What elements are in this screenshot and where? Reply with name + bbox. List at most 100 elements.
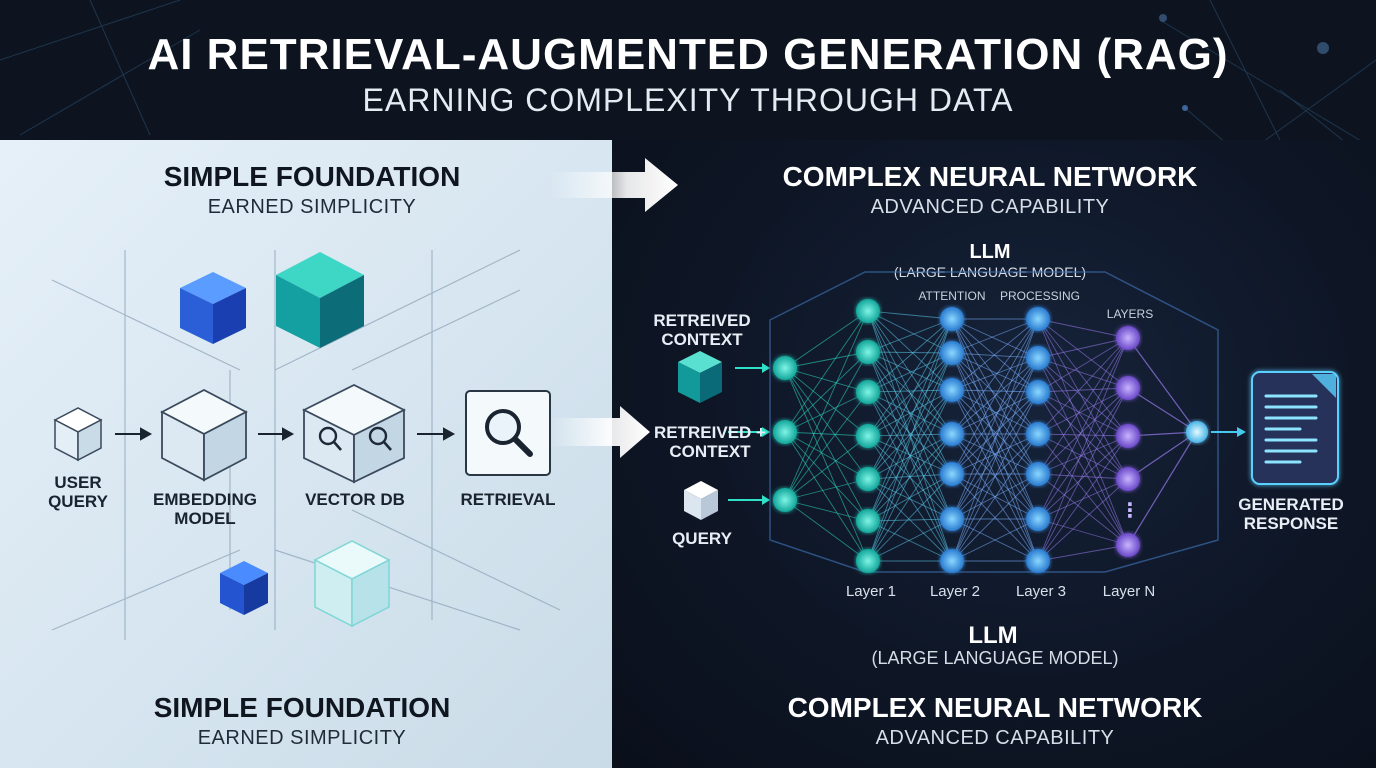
connection-line bbox=[867, 351, 953, 391]
pipeline-arrows bbox=[115, 427, 456, 441]
connection-line bbox=[1037, 337, 1129, 562]
connection-line bbox=[867, 352, 953, 522]
connection-line bbox=[1037, 337, 1129, 475]
decor-cube-teal-top bbox=[276, 252, 364, 348]
transition-arrows bbox=[550, 158, 678, 458]
neuron-node bbox=[856, 424, 880, 448]
retrieved-plus-context-label: RETREIVED + CONTEXT bbox=[654, 423, 766, 461]
connection-line bbox=[1037, 391, 1129, 480]
white-cube-icon-side bbox=[684, 490, 701, 520]
connection-line bbox=[1127, 431, 1198, 546]
connection-line bbox=[867, 351, 953, 354]
teal-cube-icon-side bbox=[700, 362, 722, 403]
connection-line bbox=[1037, 433, 1129, 437]
neuron-node bbox=[1026, 462, 1050, 486]
left-bottom-subheading: EARNED SIMPLICITY bbox=[197, 727, 407, 749]
network-frame bbox=[769, 271, 1219, 573]
ellipsis-marker: ⋮ bbox=[1120, 500, 1140, 522]
connection-line bbox=[867, 310, 953, 320]
connection-line bbox=[867, 433, 953, 522]
embedding-model-label: EMBEDDING MODEL bbox=[153, 490, 257, 528]
llm-bottom-title: LLM bbox=[968, 622, 1018, 649]
right-top-heading: COMPLEX NEURAL NETWORK bbox=[782, 161, 1198, 192]
connection-line bbox=[784, 367, 869, 437]
connection-line bbox=[867, 352, 953, 480]
connection-line bbox=[784, 431, 869, 480]
neuron-node bbox=[1116, 533, 1140, 557]
cube-with-search-icon bbox=[301, 383, 407, 484]
connection-line bbox=[867, 389, 953, 393]
white-cube-icon-side bbox=[701, 490, 718, 520]
connection-line bbox=[784, 310, 869, 433]
connection-line bbox=[867, 351, 953, 435]
connection-line bbox=[951, 318, 1039, 391]
connection-line bbox=[867, 433, 953, 562]
connection-line bbox=[867, 389, 953, 480]
connection-line bbox=[951, 352, 1039, 435]
connection-line bbox=[784, 351, 869, 369]
neural-network-diagram bbox=[678, 271, 1339, 573]
neuron-node bbox=[856, 299, 880, 323]
connection-line bbox=[867, 478, 953, 520]
connection-line bbox=[867, 318, 953, 393]
column-label-layers: LAYERS bbox=[1106, 307, 1154, 321]
connection-line bbox=[867, 518, 953, 562]
connection-line bbox=[951, 391, 1039, 475]
connection-line bbox=[1037, 318, 1129, 546]
output-arrowhead bbox=[1237, 427, 1246, 437]
connection-line bbox=[1037, 387, 1129, 520]
neuron-node bbox=[940, 378, 964, 402]
connection-line bbox=[951, 391, 1039, 520]
connection-line bbox=[867, 352, 953, 562]
neuron-node bbox=[773, 420, 797, 444]
connection-line bbox=[1037, 433, 1129, 546]
connection-line bbox=[1037, 387, 1129, 562]
user-query-label: USER QUERY bbox=[48, 473, 108, 511]
connection-line bbox=[951, 473, 1039, 562]
neuron-node bbox=[1116, 424, 1140, 448]
right-bottom-subheading: ADVANCED CAPABILITY bbox=[875, 727, 1115, 749]
neuron-node bbox=[940, 422, 964, 446]
input-arrowhead bbox=[762, 427, 770, 437]
connection-line bbox=[951, 357, 1039, 562]
decor-cube-blue-bottom bbox=[220, 561, 268, 615]
connection-line bbox=[1037, 473, 1129, 480]
connection-line bbox=[951, 389, 1039, 435]
connection-line bbox=[1037, 318, 1129, 480]
connection-line bbox=[784, 391, 869, 501]
left-top-subheading: EARNED SIMPLICITY bbox=[207, 196, 417, 218]
generated-response-label: GENERATED RESPONSE bbox=[1238, 495, 1344, 533]
layer-1-label: Layer 1 bbox=[845, 583, 897, 600]
neuron-node bbox=[773, 488, 797, 512]
llm-top-title: LLM bbox=[969, 241, 1011, 263]
left-top-heading: SIMPLE FOUNDATION bbox=[163, 161, 461, 192]
layer-n-label: Layer N bbox=[1102, 583, 1156, 600]
connection-line bbox=[784, 431, 869, 562]
decor-cube-glass-bottom bbox=[313, 540, 391, 628]
connection-line bbox=[1037, 433, 1129, 480]
connection-line bbox=[867, 352, 953, 437]
connection-line bbox=[784, 478, 869, 501]
connection-line bbox=[1037, 337, 1129, 393]
connection-line bbox=[1037, 318, 1129, 389]
connection-line bbox=[1037, 478, 1129, 562]
connection-line bbox=[1037, 391, 1129, 437]
llm-bottom-subtitle: (LARGE LANGUAGE MODEL) bbox=[871, 648, 1119, 668]
connection-line bbox=[1037, 357, 1129, 389]
left-panel-diagram bbox=[51, 249, 561, 640]
connection-line bbox=[867, 518, 953, 522]
document-fold bbox=[1312, 374, 1336, 398]
connection-line bbox=[784, 367, 869, 393]
neuron-node bbox=[940, 462, 964, 486]
connection-line bbox=[951, 318, 1039, 562]
right-top-subheading: ADVANCED CAPABILITY bbox=[870, 196, 1110, 218]
connection-line bbox=[1127, 431, 1198, 480]
connection-line bbox=[867, 310, 953, 520]
neuron-node bbox=[1116, 326, 1140, 350]
neuron-node bbox=[1026, 346, 1050, 370]
neuron-node bbox=[856, 467, 880, 491]
connection-line bbox=[1037, 473, 1129, 546]
connection-line bbox=[784, 431, 869, 522]
connection-line bbox=[951, 318, 1039, 354]
neuron-node bbox=[940, 549, 964, 573]
